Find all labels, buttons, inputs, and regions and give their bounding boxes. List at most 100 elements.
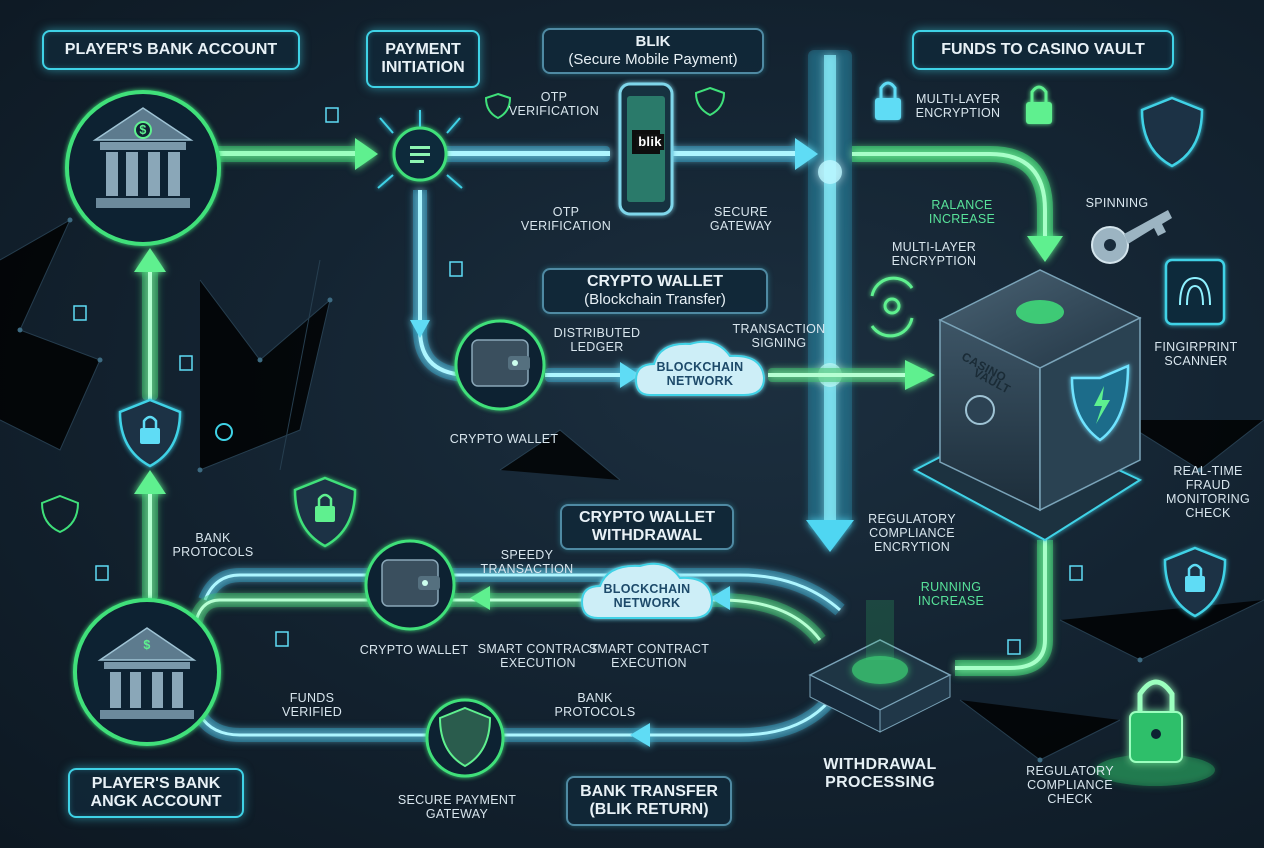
players-bank-account-top-box: PLAYER'S BANK ACCOUNT bbox=[42, 30, 300, 70]
bank-protocols-bottom-line2: PROTOCOLS bbox=[554, 705, 636, 719]
dollar-sign-bottom: $ bbox=[143, 638, 151, 652]
vault-icon bbox=[912, 269, 1143, 542]
withdrawal-line1: WITHDRAWAL bbox=[823, 756, 937, 773]
crypto-wallet-title: CRYPTO WALLET bbox=[587, 273, 723, 290]
withdrawal-line2: PROCESSING bbox=[825, 774, 935, 791]
rotate-key-icon bbox=[870, 276, 914, 338]
blockchain-bottom-line2: NETWORK bbox=[613, 596, 681, 610]
tx-signing-line1: TRANSACTION bbox=[732, 322, 826, 336]
crypto-row-flow bbox=[545, 360, 935, 390]
bank-transfer-line2: (BLIK RETURN) bbox=[589, 801, 709, 818]
multi-layer-top-line1: MULTI-LAYER bbox=[915, 92, 1001, 106]
fingerprint-icon bbox=[1164, 258, 1226, 326]
bottom-flows bbox=[188, 540, 1053, 747]
secure-gateway-line1: SECURE bbox=[714, 205, 768, 219]
reg-check-line2: COMPLIANCE bbox=[1027, 778, 1113, 792]
withdrawal-hub-icon bbox=[808, 600, 952, 733]
background-network bbox=[0, 218, 1264, 761]
crypto-wallet-blockchain-box: CRYPTO WALLET(Blockchain Transfer) bbox=[542, 268, 768, 314]
otp-bottom-line1: OTP bbox=[552, 205, 580, 219]
distributed-line2: LEDGER bbox=[570, 340, 624, 354]
funds-verified-line2: VERIFIED bbox=[281, 705, 343, 719]
small-document-icons bbox=[73, 107, 1083, 655]
network-nodes bbox=[17, 217, 1203, 763]
multi-layer-mid-line2: ENCRYPTION bbox=[891, 254, 977, 268]
multi-layer-top-line2: ENCRYPTION bbox=[915, 106, 1001, 120]
hub-icon bbox=[377, 110, 463, 189]
fingerprint-line1: FINGIRPRINT bbox=[1154, 340, 1238, 354]
blik-title: BLIK bbox=[635, 33, 671, 50]
smart-b-line1: SMART CONTRACT bbox=[588, 642, 710, 656]
top-flow bbox=[212, 138, 1063, 262]
crypto-wallet-bottom-label: CRYPTO WALLET bbox=[359, 643, 469, 657]
crypto-withdrawal-line1: CRYPTO WALLET bbox=[579, 509, 715, 526]
wallet-top-icon bbox=[454, 319, 546, 411]
reg-vault-line3: ENCRYTION bbox=[873, 540, 951, 554]
players-bank-bottom-line2: ANGK ACCOUNT bbox=[90, 793, 222, 810]
check-shield-icons bbox=[40, 86, 726, 534]
players-bank-bottom-line1: PLAYER'S BANK bbox=[91, 775, 221, 792]
funds-verified-line1: FUNDS bbox=[289, 691, 335, 705]
shield-mid-icon bbox=[293, 476, 357, 548]
payment-initiation-line1: PAYMENT bbox=[385, 41, 461, 58]
players-bank-account-top-label: PLAYER'S BANK ACCOUNT bbox=[64, 41, 278, 58]
shield-top-right-icon bbox=[1140, 96, 1204, 168]
speedy-line1: SPEEDY bbox=[500, 548, 554, 562]
reg-vault-line2: COMPLIANCE bbox=[869, 526, 955, 540]
smart-a-line2: EXECUTION bbox=[500, 656, 576, 670]
padlock-bottom-right-icon bbox=[1095, 679, 1215, 786]
bank-protocols-bottom-line1: BANK bbox=[577, 691, 613, 705]
running-line1: RUNNING bbox=[920, 580, 982, 594]
payment-initiation-line2: INITIATION bbox=[381, 59, 465, 76]
otp-bottom-line2: VERIFICATION bbox=[520, 219, 612, 233]
node-icon bbox=[215, 423, 233, 441]
blik-subtitle: (Secure Mobile Payment) bbox=[568, 51, 738, 68]
ralance-line2: INCREASE bbox=[928, 212, 996, 226]
blik-logo-text: blik bbox=[636, 134, 664, 150]
blockchain-top-line1: BLOCKCHAIN bbox=[656, 360, 744, 374]
blik-box: BLIK(Secure Mobile Payment) bbox=[542, 28, 764, 74]
multi-layer-mid-line1: MULTI-LAYER bbox=[891, 240, 977, 254]
tx-signing-line2: SIGNING bbox=[751, 336, 807, 350]
funds-to-casino-vault-label: FUNDS TO CASINO VAULT bbox=[941, 41, 1145, 58]
bank-transfer-line1: BANK TRANSFER bbox=[580, 783, 718, 800]
speedy-line2: TRANSACTION bbox=[480, 562, 574, 576]
bank-bottom-icon bbox=[73, 598, 221, 746]
bank-protocols-left-line2: PROTOCOLS bbox=[172, 545, 254, 559]
shield-right-icon bbox=[1163, 546, 1227, 618]
key-icon bbox=[1091, 210, 1172, 264]
bank-protocols-left-line1: BANK bbox=[195, 531, 231, 545]
reg-check-line1: REGULATORY bbox=[1026, 764, 1114, 778]
fraud-line1: REAL-TIME bbox=[1173, 464, 1243, 478]
fraud-line2: FRAUD bbox=[1185, 478, 1231, 492]
reg-vault-line1: REGULATORY bbox=[868, 512, 956, 526]
funds-to-casino-vault-box: FUNDS TO CASINO VAULT bbox=[912, 30, 1174, 70]
vertical-beam bbox=[806, 50, 854, 552]
smart-a-line1: SMART CONTRACT bbox=[477, 642, 599, 656]
secure-gateway-line2: GATEWAY bbox=[709, 219, 773, 233]
blockchain-bottom-line1: BLOCKCHAIN bbox=[603, 582, 691, 596]
